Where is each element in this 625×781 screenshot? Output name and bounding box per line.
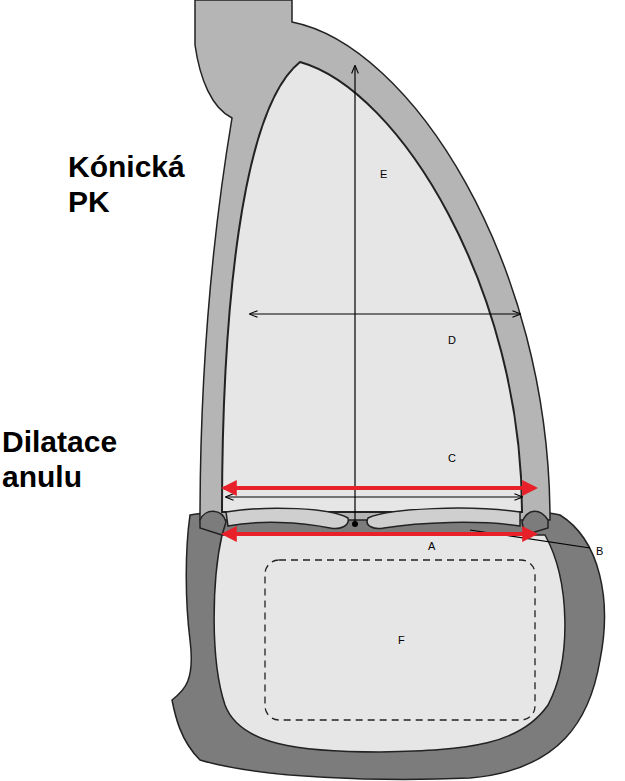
dimension-letter: C bbox=[448, 452, 456, 465]
valve-leaflet bbox=[226, 508, 348, 528]
valve-leaflet bbox=[367, 508, 520, 528]
dimension-letter: E bbox=[380, 168, 387, 181]
annulus bbox=[522, 511, 548, 535]
dimension-line bbox=[250, 313, 520, 314]
dimension-dot bbox=[352, 521, 358, 527]
dimension-letter: F bbox=[398, 634, 405, 647]
ventricle-wall bbox=[172, 508, 604, 780]
atrium-cavity bbox=[222, 62, 522, 512]
ventricle-cavity bbox=[214, 535, 565, 752]
annulus bbox=[200, 511, 226, 535]
dimension-line bbox=[226, 496, 522, 497]
dimension-letter: A bbox=[428, 540, 435, 553]
dimension-line bbox=[354, 66, 355, 522]
annotation-text: Dilatace anulu bbox=[2, 425, 192, 494]
atrium-wall bbox=[195, 0, 550, 520]
dimension-letter: B bbox=[596, 545, 603, 558]
annotation-text: Kónická PK bbox=[68, 150, 218, 219]
annulus-arrow bbox=[224, 486, 535, 490]
dashed-region bbox=[265, 560, 535, 720]
dimension-letter: D bbox=[448, 334, 456, 347]
annulus-arrow bbox=[224, 532, 535, 536]
